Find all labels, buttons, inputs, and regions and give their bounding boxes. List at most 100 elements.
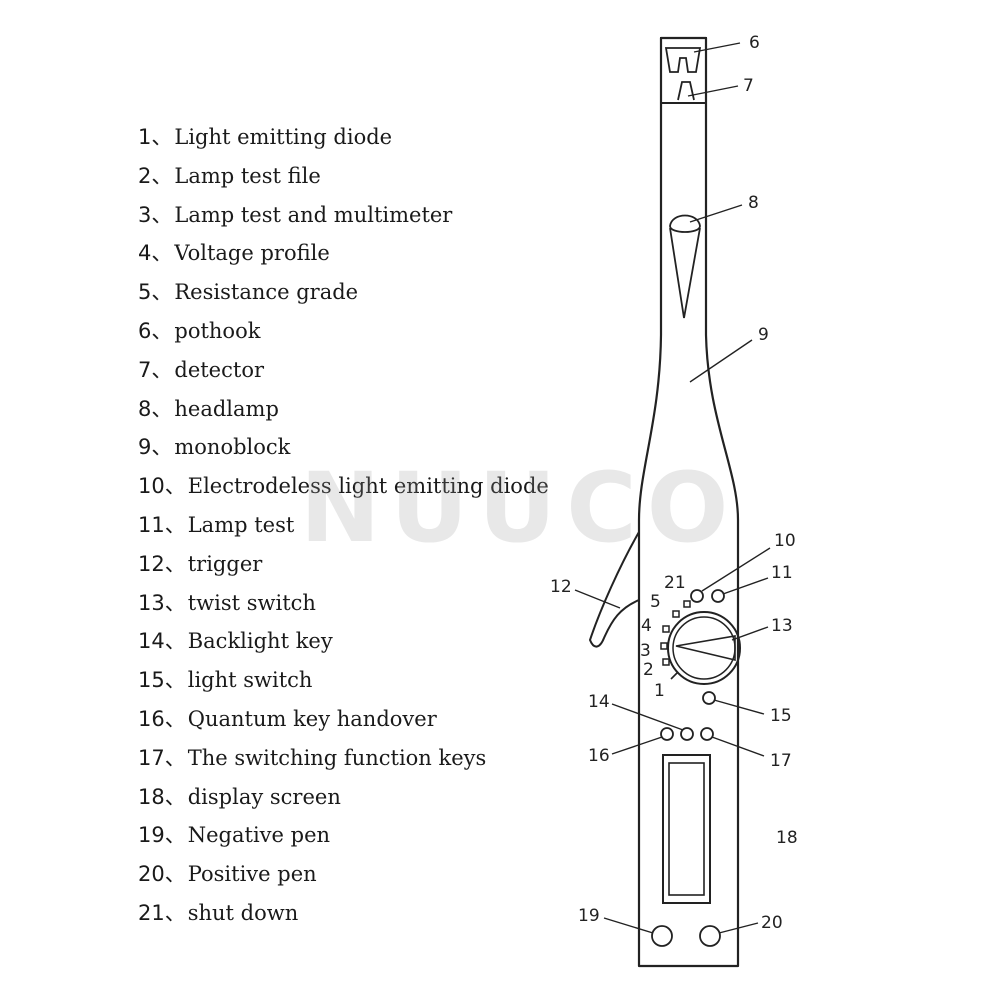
legend-label: Electrodeless light emitting diode: [187, 474, 549, 499]
legend-label: Lamp test file: [174, 163, 321, 188]
legend-number: 18: [138, 784, 165, 809]
negative-pen-jack: [651, 925, 673, 947]
legend-label: trigger: [187, 551, 263, 576]
legend-separator: 、: [164, 706, 186, 731]
legend-number: 17: [138, 745, 165, 770]
legend-number: 9: [138, 435, 152, 460]
legend-label: Quantum key handover: [187, 706, 437, 731]
legend-item: 16、Quantum key handover: [138, 700, 549, 739]
pothook-tip: [660, 37, 707, 104]
legend-separator: 、: [151, 435, 173, 460]
detector-icon: [677, 81, 695, 101]
legend-item: 1、Light emitting diode: [138, 118, 549, 157]
dial-tick-2: [662, 658, 670, 666]
legend-separator: 、: [164, 900, 186, 925]
pen-body-outline: [637, 36, 740, 968]
legend-number: 4: [138, 241, 152, 266]
callout-20: 20: [761, 913, 783, 933]
twist-switch-pointer: [675, 635, 736, 662]
legend-separator: 、: [164, 823, 186, 848]
lamp-test-led: [711, 589, 725, 603]
legend-number: 15: [138, 668, 165, 693]
leader-line-12: [574, 589, 621, 609]
legend-item: 3、Lamp test and multimeter: [138, 196, 549, 235]
legend-item: 8、headlamp: [138, 390, 549, 429]
display-screen-inner: [668, 762, 705, 896]
leader-line-10: [701, 547, 771, 592]
legend-label: Lamp test: [187, 512, 295, 537]
legend-label: headlamp: [174, 396, 279, 421]
display-screen: [662, 754, 711, 904]
callout-8: 8: [748, 193, 759, 213]
callout-3: 3: [640, 641, 651, 661]
callout-16: 16: [588, 746, 610, 766]
callout-7: 7: [743, 76, 754, 96]
leader-line-7: [687, 85, 739, 97]
callout-9: 9: [758, 325, 769, 345]
legend-label: light switch: [187, 668, 313, 693]
leader-line-6: [693, 42, 741, 53]
legend-number: 6: [138, 318, 152, 343]
function-key-button[interactable]: [700, 727, 714, 741]
electrodeless-led: [690, 589, 704, 603]
callout-18: 18: [776, 828, 798, 848]
trigger-shape: [588, 531, 640, 648]
legend-separator: 、: [164, 668, 186, 693]
legend-item: 20、Positive pen: [138, 855, 549, 894]
callout-4: 4: [641, 616, 652, 636]
legend-item: 12、trigger: [138, 545, 549, 584]
legend-number: 8: [138, 396, 152, 421]
legend-label: Backlight key: [187, 629, 333, 654]
positive-pen-jack: [699, 925, 721, 947]
callout-13: 13: [771, 616, 793, 636]
legend-label: detector: [174, 357, 264, 382]
legend-label: twist switch: [187, 590, 316, 615]
legend-number: 20: [138, 862, 165, 887]
dial-tick-4: [662, 625, 670, 633]
legend-label: Resistance grade: [174, 280, 359, 305]
leader-line-13: [731, 626, 769, 641]
legend-label: shut down: [187, 900, 299, 925]
legend-label: Lamp test and multimeter: [174, 202, 453, 227]
dial-tick-21: [683, 600, 691, 608]
legend-separator: 、: [164, 474, 186, 499]
legend-separator: 、: [151, 357, 173, 382]
leader-line-16: [611, 736, 663, 755]
legend-separator: 、: [164, 629, 186, 654]
legend-number: 5: [138, 280, 152, 305]
quantum-key-button[interactable]: [660, 727, 674, 741]
callout-5: 5: [650, 592, 661, 612]
legend-number: 3: [138, 202, 152, 227]
leader-line-19: [603, 917, 654, 934]
legend-separator: 、: [151, 163, 173, 188]
legend-separator: 、: [151, 202, 173, 227]
legend-item: 11、Lamp test: [138, 506, 549, 545]
callout-12: 12: [550, 577, 572, 597]
legend-item: 18、display screen: [138, 778, 549, 817]
legend-item: 10、Electrodeless light emitting diode: [138, 467, 549, 506]
legend-number: 16: [138, 706, 165, 731]
legend-label: Light emitting diode: [174, 125, 393, 149]
legend-item: 19、Negative pen: [138, 816, 549, 855]
legend-separator: 、: [164, 784, 186, 809]
leader-line-20: [718, 922, 759, 934]
backlight-key-button[interactable]: [680, 727, 694, 741]
leader-line-15: [713, 699, 765, 715]
legend-item: 4、Voltage profile: [138, 234, 549, 273]
dial-tick-5: [672, 610, 680, 618]
legend-item: 21、shut down: [138, 894, 549, 933]
leader-line-11: [722, 577, 769, 595]
callout-17: 17: [770, 751, 792, 771]
legend-item: 14、Backlight key: [138, 622, 549, 661]
legend-separator: 、: [151, 241, 173, 266]
callout-2: 2: [643, 660, 654, 680]
light-switch-button[interactable]: [702, 691, 716, 705]
legend-number: 7: [138, 357, 152, 382]
legend-label: display screen: [187, 784, 341, 809]
legend-item: 2、Lamp test file: [138, 157, 549, 196]
legend-label: Negative pen: [187, 823, 331, 848]
legend-label: monoblock: [174, 435, 291, 460]
legend-number: 19: [138, 823, 165, 848]
legend-number: 10: [138, 474, 165, 499]
